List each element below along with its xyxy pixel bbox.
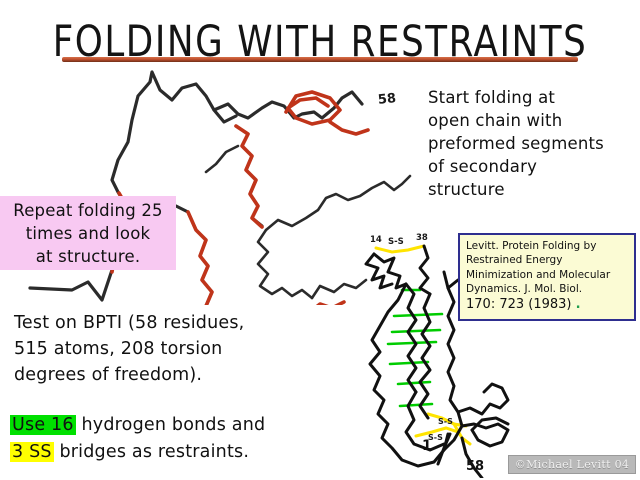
start-folding-line-3: preformed segments xyxy=(428,134,604,153)
start-folding-text: Start folding at open chain with preform… xyxy=(428,86,636,201)
label-ss-mid: S-S xyxy=(438,417,453,426)
label-ss-top: S-S xyxy=(388,237,404,247)
restraints-line-2-rest: bridges as restraints. xyxy=(53,442,250,462)
label-n-terminus: 1 xyxy=(422,438,432,454)
bpti-description-text: Test on BPTI (58 residues, 515 atoms, 20… xyxy=(14,310,344,388)
repeat-folding-callout: Repeat folding 25 times and look at stru… xyxy=(0,196,176,270)
citation-line-3: Minimization and Molecular xyxy=(466,268,611,281)
disulfide-bridge-lines xyxy=(374,244,472,446)
bpti-line-2: 515 atoms, 208 torsion xyxy=(14,339,223,359)
citation-callout: Levitt. Protein Folding by Restrained En… xyxy=(458,233,636,321)
repeat-line-3: at structure. xyxy=(35,246,141,266)
citation-volume-page-year: 170: 723 (1983) xyxy=(466,296,572,312)
citation-line-1: Levitt. Protein Folding by xyxy=(466,240,597,252)
citation-line-4: Dynamics. J. Mol. Biol. xyxy=(466,283,583,296)
repeat-line-2: times and look xyxy=(25,223,151,243)
repeat-line-1: Repeat folding 25 xyxy=(13,200,163,220)
title-underline-rule xyxy=(62,57,578,62)
open-chain-backbone xyxy=(28,70,364,305)
open-chain-label-58: 58 xyxy=(377,91,397,108)
hydrogen-bond-count-highlight: Use 16 xyxy=(10,415,76,435)
restraints-line-1: Use 16 hydrogen bonds and xyxy=(10,412,330,439)
title-block: FOLDING WITH RESTRAINTS xyxy=(0,18,640,67)
start-folding-line-1: Start folding at xyxy=(428,88,556,107)
label-c-terminus: 58 xyxy=(466,459,484,474)
label-ss-low: S-S xyxy=(428,433,443,442)
citation-line-2: Restrained Energy xyxy=(466,254,563,267)
hydrogen-bond-lines xyxy=(386,288,444,408)
start-folding-line-4: of secondary xyxy=(428,157,538,176)
restraints-line-1-rest: hydrogen bonds and xyxy=(75,415,266,435)
label-cys14: 14 xyxy=(370,235,382,245)
bpti-line-1: Test on BPTI (58 residues, xyxy=(14,313,245,333)
start-folding-line-2: open chain with xyxy=(428,111,563,130)
bpti-line-3: degrees of freedom). xyxy=(14,365,203,385)
restraints-line-2: 3 SS bridges as restraints. xyxy=(10,439,330,466)
ss-bridge-count-highlight: 3 SS xyxy=(10,442,54,462)
restraints-text: Use 16 hydrogen bonds and 3 SS bridges a… xyxy=(10,412,330,466)
citation-line-5: 170: 723 (1983) . xyxy=(466,297,629,313)
citation-marker-dot: . xyxy=(575,296,581,312)
start-folding-line-5: structure xyxy=(428,180,505,199)
open-chain-backbone-right xyxy=(204,144,412,300)
copyright-watermark: ©Michael Levitt 04 xyxy=(508,455,636,474)
label-cys38: 38 xyxy=(416,233,428,243)
